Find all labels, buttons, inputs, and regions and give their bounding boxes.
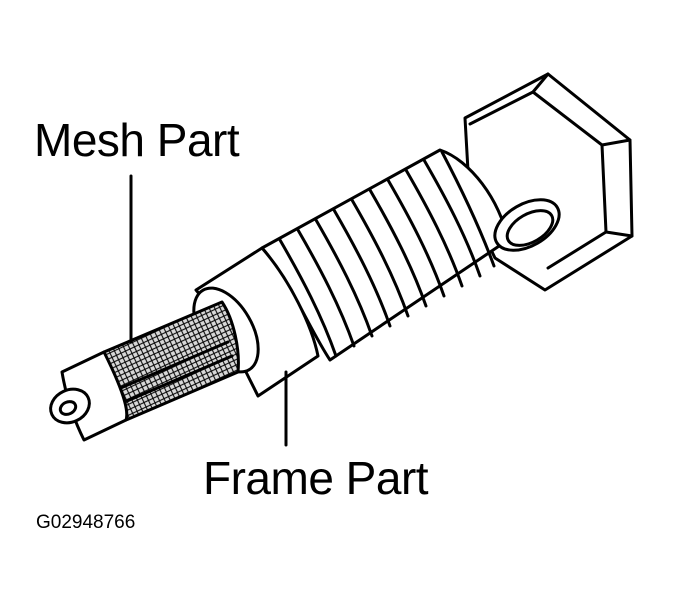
nozzle-tip [49, 350, 129, 442]
mesh-part-label: Mesh Part [34, 114, 240, 166]
figure-id: G02948766 [36, 512, 136, 533]
threaded-shank [260, 148, 510, 362]
cross-hole [493, 198, 561, 252]
frame-part-label: Frame Part [203, 452, 429, 504]
